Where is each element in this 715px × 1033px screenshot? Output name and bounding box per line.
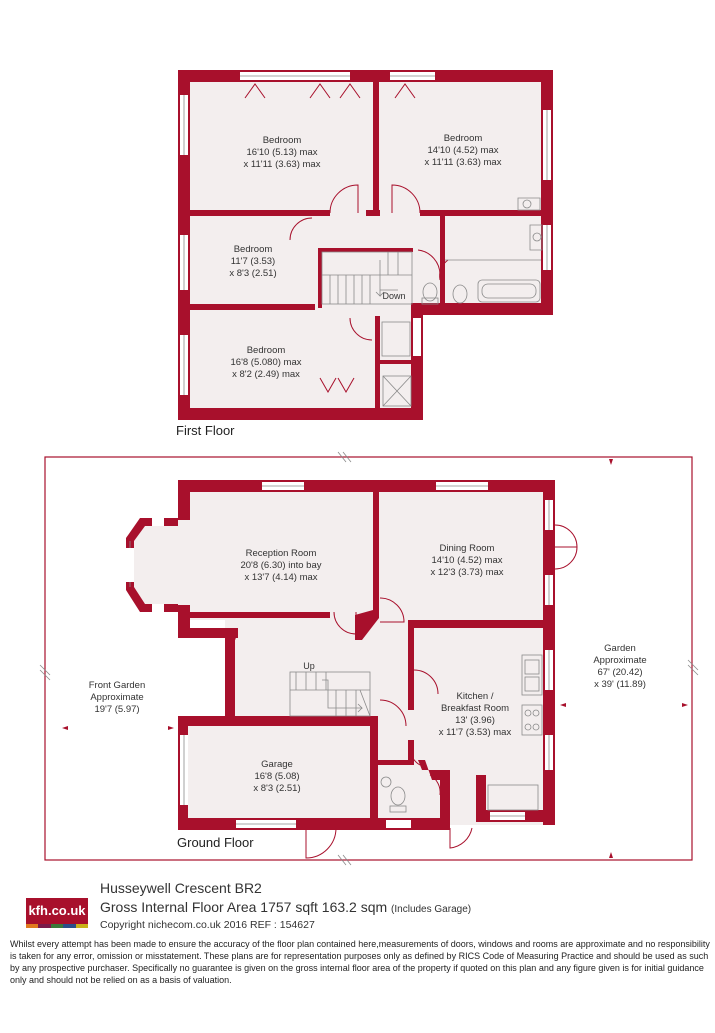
room-dims: x 11'11 (3.63) max <box>244 159 321 170</box>
room-name: Bedroom <box>234 244 273 255</box>
room-dims: x 13'7 (4.14) max <box>244 572 317 583</box>
floor-plan: .w { fill:#a8102c; } .f { fill:#f3eeee; … <box>39 70 699 866</box>
plot-boundary <box>44 456 693 861</box>
room-dims: x 8'3 (2.51) <box>229 268 276 279</box>
room-dims: 11'7 (3.53) <box>231 256 275 267</box>
first-floor-stairs <box>321 251 413 305</box>
garden-dims: 67' (20.42) <box>597 667 642 678</box>
kfh-logo: kfh.co.uk <box>26 898 89 928</box>
room-dims: 14'10 (4.52) max <box>428 145 499 156</box>
room-dims: 13' (3.96) <box>455 715 495 726</box>
property-address: Husseywell Crescent BR2 <box>100 880 262 896</box>
room-dims: 16'10 (5.13) max <box>247 147 318 158</box>
room-dims: 20'8 (6.30) into bay <box>240 560 321 571</box>
room-dims: 16'8 (5.080) max <box>231 357 302 368</box>
room-name: Dining Room <box>440 543 495 554</box>
logo-color-bar <box>26 924 89 928</box>
room-dims: Breakfast Room <box>441 703 509 714</box>
room-name: Garage <box>261 759 293 770</box>
front-garden-label: Front Garden <box>89 680 146 691</box>
room-name: Bedroom <box>263 135 302 146</box>
room-dims: x 11'7 (3.53) max <box>439 727 512 738</box>
room-name: Bedroom <box>247 345 286 356</box>
logo-text: kfh.co.uk <box>28 903 86 918</box>
garden-dims: x 39' (11.89) <box>594 679 646 690</box>
stair-direction-label: Up <box>303 661 315 671</box>
floor-area-note: (Includes Garage) <box>391 904 472 915</box>
garden-label: Approximate <box>593 655 646 666</box>
disclaimer: Whilst every attempt has been made to en… <box>10 939 710 985</box>
first-floor-title: First Floor <box>176 423 235 438</box>
room-name: Kitchen / <box>457 691 494 702</box>
room-dims: x 8'3 (2.51) <box>253 783 300 794</box>
copyright: Copyright nichecom.co.uk 2016 REF : 1546… <box>100 919 315 931</box>
floor-area: Gross Internal Floor Area 1757 sqft 163.… <box>100 899 471 915</box>
ground-floor <box>39 451 699 866</box>
room-dims: x 8'2 (2.49) max <box>232 369 300 380</box>
room-dims: x 12'3 (3.73) max <box>430 567 503 578</box>
front-garden-dims: 19'7 (5.97) <box>94 704 139 715</box>
room-dims: 16'8 (5.08) <box>254 771 299 782</box>
room-dims: x 11'11 (3.63) max <box>425 157 502 168</box>
room-name: Bedroom <box>444 133 483 144</box>
front-garden-label: Approximate <box>90 692 143 703</box>
first-floor <box>178 70 553 420</box>
room-name: Reception Room <box>246 548 317 559</box>
garden-label: Garden <box>604 643 636 654</box>
ground-floor-title: Ground Floor <box>177 835 254 850</box>
ground-floor-stairs <box>289 671 371 717</box>
floor-area-value: Gross Internal Floor Area 1757 sqft 163.… <box>100 899 388 915</box>
room-dims: 14'10 (4.52) max <box>432 555 503 566</box>
stair-direction-label: Down <box>382 291 405 301</box>
